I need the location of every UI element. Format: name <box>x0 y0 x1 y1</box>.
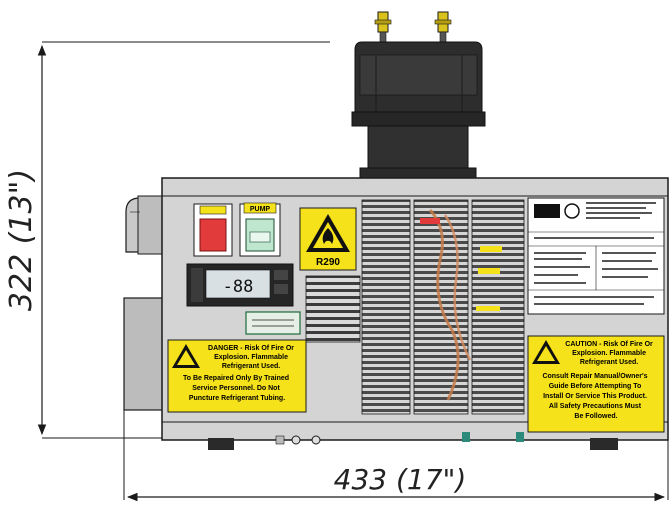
svg-text:DANGER - Risk Of Fire Or: DANGER - Risk Of Fire Or Explosion. Flam… <box>183 345 296 402</box>
caution-line-4: Consult Repair Manual/Owner's <box>542 373 647 380</box>
height-dimension: 322 (13") <box>4 41 330 439</box>
left-vent <box>305 275 361 343</box>
plate-logo <box>534 204 560 218</box>
danger-line-3: Refrigerant Used. <box>222 363 280 370</box>
danger-label: DANGER - Risk Of Fire Or Explosion. Flam… <box>167 339 307 413</box>
danger-line-6: Puncture Refrigerant Tubing. <box>189 395 285 402</box>
side-housing <box>123 297 167 411</box>
caution-line-1: CAUTION - Risk Of Fire Or <box>565 341 653 348</box>
height-dimension-label: 322 (13") <box>4 169 39 311</box>
flame-icon <box>322 228 334 244</box>
brass-fitting-right <box>434 11 452 43</box>
flammable-refrigerant-label: R290 <box>299 207 357 271</box>
caution-line-5: Guide Before Attempting To <box>549 383 642 390</box>
danger-line-1: DANGER - Risk Of Fire Or <box>208 345 294 352</box>
danger-line-5: Service Personnel. Do Not <box>192 385 280 392</box>
caution-line-3: Refrigerant Used. <box>580 359 638 366</box>
pump-assembly <box>351 11 486 179</box>
data-plate <box>527 197 665 315</box>
refrigerant-type-label: R290 <box>316 257 340 268</box>
temperature-controller[interactable]: -88 <box>186 263 294 307</box>
danger-line-2: Explosion. Flammable <box>214 354 288 361</box>
danger-line-4: To Be Repaired Only By Trained <box>183 375 289 382</box>
side-inlet-pipe <box>125 195 163 255</box>
brass-fitting-left <box>374 11 392 43</box>
caution-line-8: Be Followed. <box>574 413 617 420</box>
certification-mark-icon <box>564 203 580 219</box>
terminal-board <box>245 311 301 335</box>
caution-line-6: Install Or Service This Product. <box>543 393 647 400</box>
feet <box>208 432 618 450</box>
pump-switch-label: PUMP <box>250 206 271 213</box>
caution-label: CAUTION - Risk Of Fire Or Explosion. Fla… <box>527 335 665 433</box>
width-dimension: 433 (17") <box>123 330 669 502</box>
controller-display: -88 <box>223 277 254 297</box>
svg-text:CAUTION - Risk Of Fire Or: CAUTION - Risk Of Fire Or Explosion. Fla… <box>542 341 654 420</box>
caution-line-7: All Safety Precautions Must <box>549 403 642 410</box>
condenser-grill <box>361 199 525 415</box>
left-switch[interactable] <box>193 203 233 257</box>
pump-switch[interactable]: PUMP <box>239 202 281 257</box>
pump-motor <box>367 125 469 173</box>
width-dimension-label: 433 (17") <box>334 463 467 496</box>
caution-line-2: Explosion. Flammable <box>572 350 646 357</box>
